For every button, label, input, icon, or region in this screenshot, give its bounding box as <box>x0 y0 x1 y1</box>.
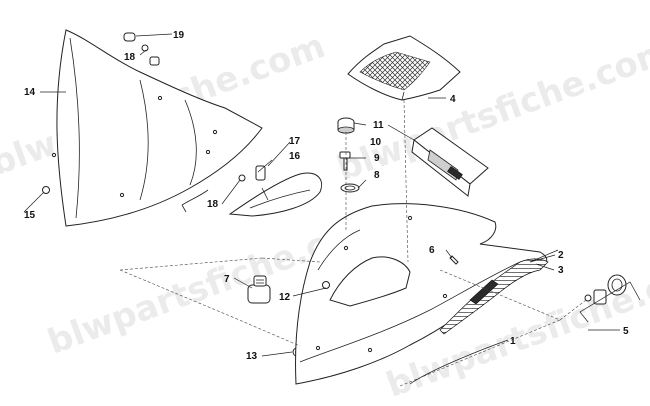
callout-14: 14 <box>24 87 36 98</box>
callout-labels: 1 2 3 4 5 6 7 8 9 10 11 12 13 14 15 16 1… <box>24 30 629 362</box>
callout-4: 4 <box>450 94 456 105</box>
callout-2: 2 <box>558 250 564 261</box>
module-part-11 <box>411 127 489 197</box>
callout-16: 16 <box>289 151 301 162</box>
windshield-part-14 <box>51 29 263 227</box>
callout-19: 19 <box>173 30 185 41</box>
mirror-part-16 <box>228 172 323 217</box>
light-part-17 <box>255 165 266 181</box>
callout-12: 12 <box>279 292 291 303</box>
callout-18-bottom: 18 <box>207 199 219 210</box>
callout-8: 8 <box>374 170 380 181</box>
fastener-part-12 <box>322 281 330 289</box>
callout-15: 15 <box>24 210 36 221</box>
fastener-part-15 <box>42 186 50 194</box>
connector-part-5 <box>584 274 627 305</box>
callout-1: 1 <box>510 336 516 347</box>
grommet-part-10 <box>337 117 355 134</box>
callout-17: 17 <box>289 136 301 147</box>
callout-11: 11 <box>373 120 384 131</box>
callout-10: 10 <box>370 137 382 148</box>
hood-part-1 <box>295 203 549 385</box>
callout-18-top: 18 <box>124 52 136 63</box>
callout-5: 5 <box>623 326 629 337</box>
callout-3: 3 <box>558 265 564 276</box>
screw-part-18-lower <box>238 174 246 182</box>
callout-7: 7 <box>224 274 230 285</box>
callout-9: 9 <box>374 153 380 164</box>
bezel-part-8 <box>340 183 360 193</box>
mesh-vent-part-4 <box>347 35 461 101</box>
fastener-part-19 <box>123 32 160 66</box>
leader-lines <box>23 33 641 387</box>
callout-6: 6 <box>429 245 435 256</box>
socket-part-7 <box>247 275 271 304</box>
callout-13: 13 <box>246 351 258 362</box>
